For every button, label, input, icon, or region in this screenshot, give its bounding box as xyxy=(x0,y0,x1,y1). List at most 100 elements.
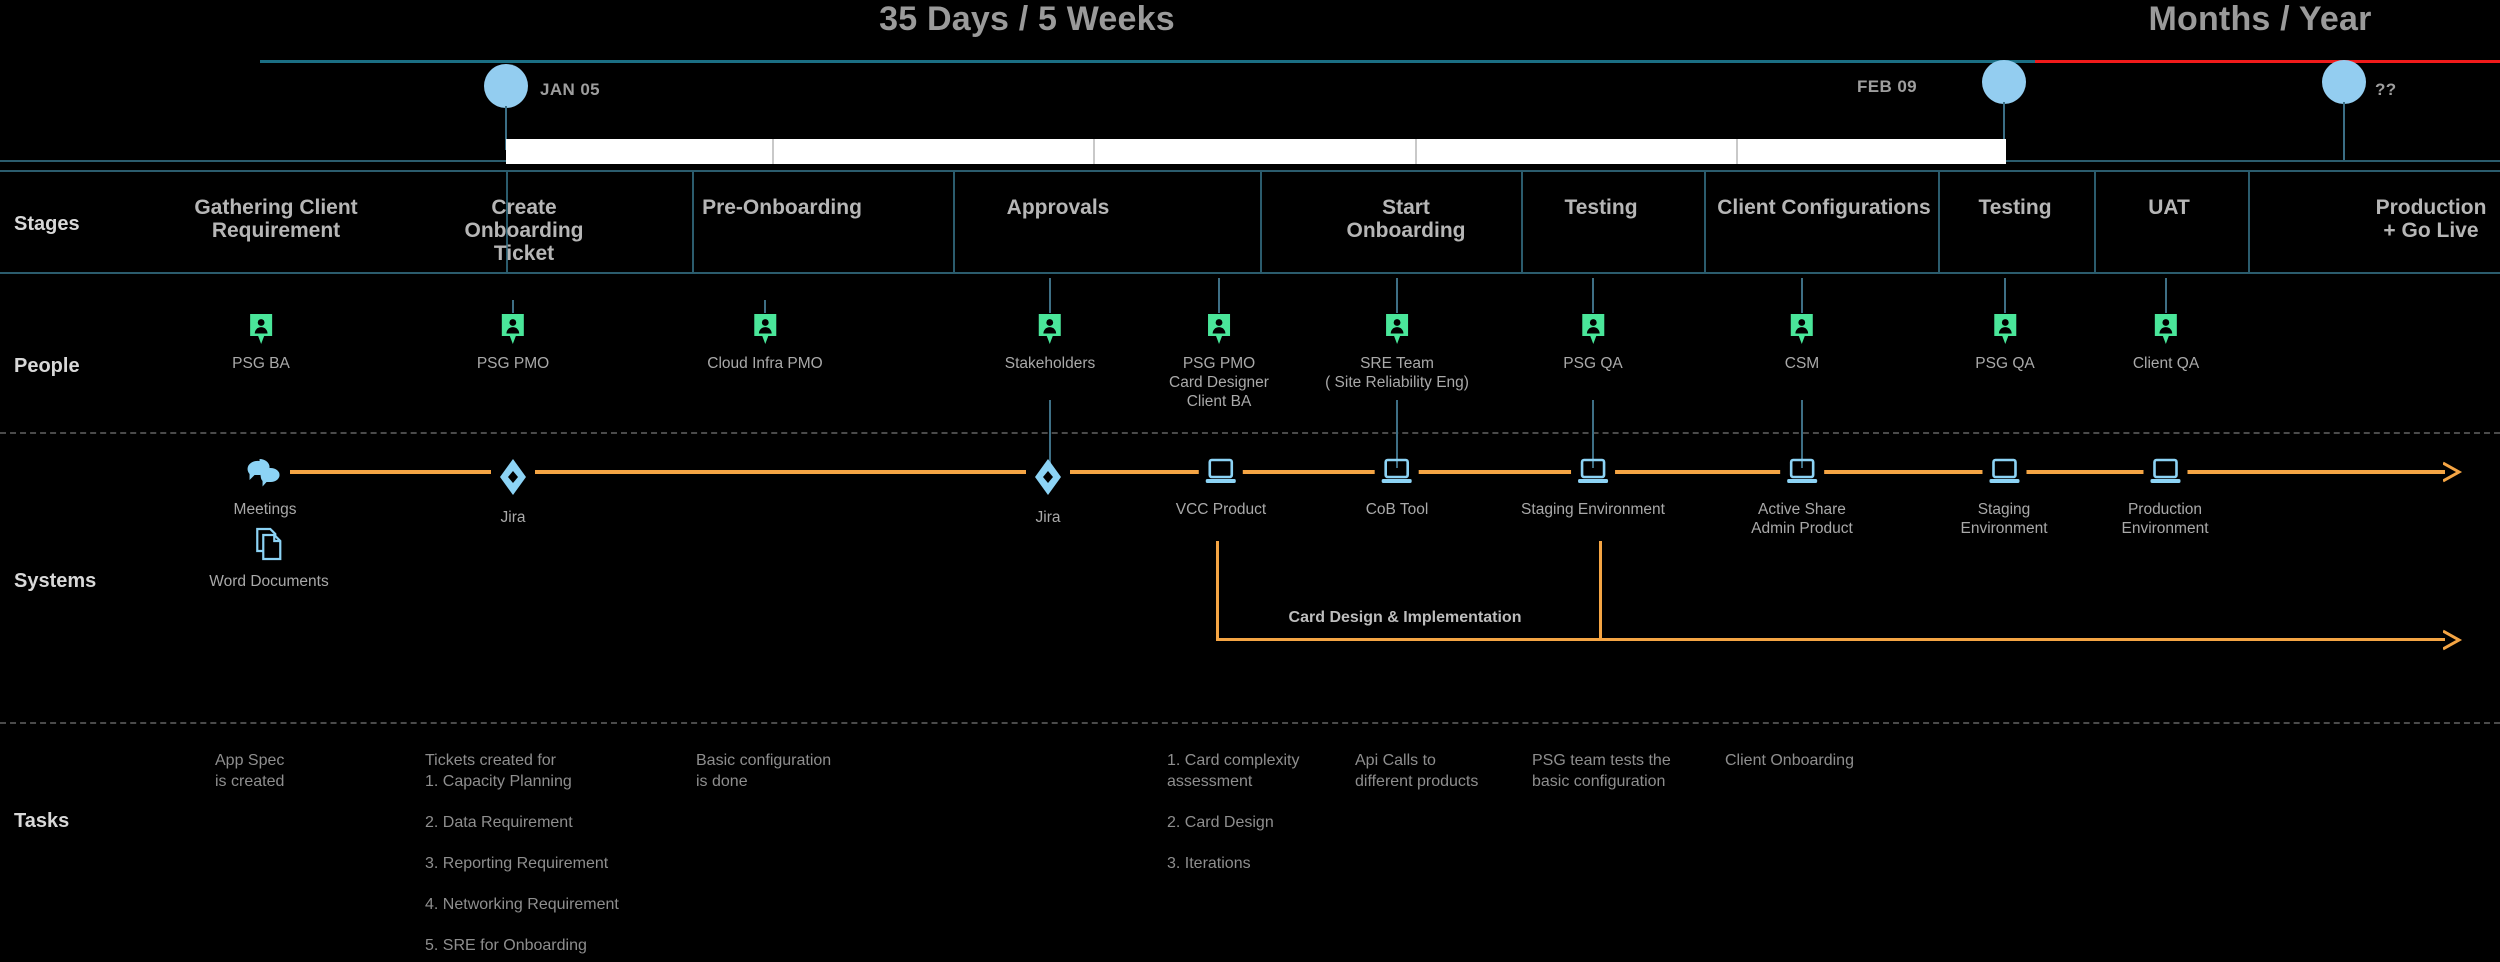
person-node-6[interactable]: SRE Team ( Site Reliability Eng) xyxy=(1325,313,1469,392)
system-label: VCC Product xyxy=(1175,501,1267,518)
person-node-3[interactable]: Cloud Infra PMO xyxy=(707,313,823,373)
progress-segment-1[interactable] xyxy=(506,139,774,164)
progress-segment-3[interactable] xyxy=(1095,139,1417,164)
milestone-label-feb09: FEB 09 xyxy=(1857,77,1918,96)
task-item: PSG team tests the basic configuration xyxy=(1532,752,1671,790)
task-item: Tickets created for 1. Capacity Planning xyxy=(425,752,572,790)
person-label: PSG PMO Card Designer Client BA xyxy=(1169,355,1269,410)
task-column-6[interactable]: PSG team tests the basic configuration xyxy=(1532,750,1671,792)
progress-bar[interactable] xyxy=(506,139,2006,164)
stage-label-1[interactable]: Gathering Client Requirement xyxy=(194,196,358,242)
stage-label-3[interactable]: Pre-Onboarding xyxy=(702,196,862,219)
milestone-stem-jan05 xyxy=(505,106,507,150)
system-label: Meetings xyxy=(233,501,297,518)
system-node-9[interactable]: Staging Environment xyxy=(1960,457,2048,538)
stage-label-6[interactable]: Testing xyxy=(1564,196,1638,219)
stage-label-2[interactable]: Create Onboarding Ticket xyxy=(464,196,584,265)
stage-label-8[interactable]: Testing xyxy=(1978,196,2052,219)
task-item: 2. Card Design xyxy=(1167,814,1274,831)
person-label: PSG PMO xyxy=(476,355,550,372)
people-connector-line-bottom xyxy=(1396,400,1398,470)
stage-label-9[interactable]: UAT xyxy=(2148,196,2190,219)
person-node-2[interactable]: PSG PMO xyxy=(477,313,549,373)
stage-label-10[interactable]: Production + Go Live xyxy=(2375,196,2487,242)
system-label: Staging Environment xyxy=(1521,501,1665,518)
bracket-label: Card Design & Implementation xyxy=(1288,609,1522,626)
system-node-3[interactable]: Jira xyxy=(491,457,535,527)
person-pin-icon xyxy=(250,314,272,344)
bracket-arrow xyxy=(2442,629,2469,656)
person-label: PSG QA xyxy=(1975,355,2035,372)
person-pin-icon xyxy=(1994,314,2016,344)
person-node-1[interactable]: PSG BA xyxy=(232,313,290,373)
task-column-7[interactable]: Client Onboarding xyxy=(1725,750,1854,771)
person-pin-icon xyxy=(1790,314,1813,344)
arrow-head-icon xyxy=(2442,629,2463,651)
progress-segment-4[interactable] xyxy=(1416,139,1739,164)
people-connector-line-top xyxy=(1592,278,1594,313)
people-connector-line-top xyxy=(1801,278,1803,313)
progress-segment-2[interactable] xyxy=(773,139,1096,164)
task-column-4[interactable]: 1. Card complexity assessment 2. Card Des… xyxy=(1167,750,1300,874)
system-label: Production Environment xyxy=(2121,501,2209,537)
people-connector-line-top xyxy=(1049,278,1051,313)
milestone-marker-jan05[interactable] xyxy=(484,64,528,108)
people-connector-line-bottom xyxy=(1592,400,1594,470)
task-item: 1. Card complexity assessment xyxy=(1167,752,1300,790)
person-node-9[interactable]: PSG QA xyxy=(1975,313,2035,373)
system-node-7[interactable]: Staging Environment xyxy=(1521,457,1665,519)
system-label: Jira xyxy=(1035,509,1061,526)
person-pin-icon xyxy=(754,314,776,344)
people-connector-line-top xyxy=(1218,278,1220,313)
row-label-systems: Systems xyxy=(14,570,97,592)
person-node-10[interactable]: Client QA xyxy=(2133,313,2199,373)
divider-below-stages xyxy=(0,272,2500,274)
task-item: 2. Data Requirement xyxy=(425,814,573,831)
laptop-icon xyxy=(2149,458,2180,483)
row-label-people: People xyxy=(14,355,80,377)
person-node-5[interactable]: PSG PMO Card Designer Client BA xyxy=(1169,313,1269,411)
system-label: Staging Environment xyxy=(1960,501,2048,537)
system-node-2[interactable]: Word Documents xyxy=(209,527,329,591)
milestone-marker-feb09[interactable] xyxy=(1982,60,2026,104)
system-node-4[interactable]: Jira xyxy=(1026,457,1070,527)
arrow-head-icon xyxy=(2442,461,2463,483)
person-node-8[interactable]: CSM xyxy=(1785,313,1819,373)
task-column-1[interactable]: App Spec is created xyxy=(215,750,284,792)
stage-label-4[interactable]: Approvals xyxy=(1006,196,1110,219)
system-node-6[interactable]: CoB Tool xyxy=(1366,457,1428,519)
task-column-5[interactable]: Api Calls to different products xyxy=(1355,750,1478,792)
system-node-1[interactable]: Meetings xyxy=(233,457,297,519)
person-node-4[interactable]: Stakeholders xyxy=(1005,313,1095,373)
stage-divider-tick xyxy=(953,170,955,272)
person-pin-icon xyxy=(1385,314,1408,344)
diamond-icon xyxy=(1035,459,1061,495)
stage-divider-tick xyxy=(2094,170,2096,272)
milestone-stem-feb09 xyxy=(2003,102,2005,162)
task-column-2[interactable]: Tickets created for 1. Capacity Planning… xyxy=(425,750,619,956)
divider-below-people xyxy=(0,432,2500,434)
stage-label-7[interactable]: Client Configurations xyxy=(1717,196,1931,219)
task-item: App Spec is created xyxy=(215,752,285,790)
people-connector-line-top xyxy=(2004,278,2006,313)
milestone-marker-unknown[interactable] xyxy=(2322,60,2366,104)
laptop-icon xyxy=(1205,458,1236,483)
person-label: Cloud Infra PMO xyxy=(707,355,823,372)
progress-segment-5[interactable] xyxy=(1738,139,2006,164)
system-label: Jira xyxy=(500,509,526,526)
task-item: 3. Reporting Requirement xyxy=(425,855,609,872)
bracket-right-edge xyxy=(1599,541,1602,638)
timeline-baseline-left xyxy=(0,160,506,162)
task-column-3[interactable]: Basic configuration is done xyxy=(696,750,831,792)
system-node-5[interactable]: VCC Product xyxy=(1176,457,1266,519)
person-node-7[interactable]: PSG QA xyxy=(1563,313,1623,373)
system-node-10[interactable]: Production Environment xyxy=(2121,457,2209,538)
timeline-baseline-right xyxy=(2004,160,2500,162)
stage-divider-tick xyxy=(692,170,694,272)
stage-label-5[interactable]: Start Onboarding xyxy=(1346,196,1466,242)
phase-rule-red xyxy=(2035,60,2500,63)
chat-bubbles-icon xyxy=(247,459,280,487)
milestone-label-unknown: ?? xyxy=(2375,80,2397,99)
system-node-8[interactable]: Active Share Admin Product xyxy=(1751,457,1853,538)
